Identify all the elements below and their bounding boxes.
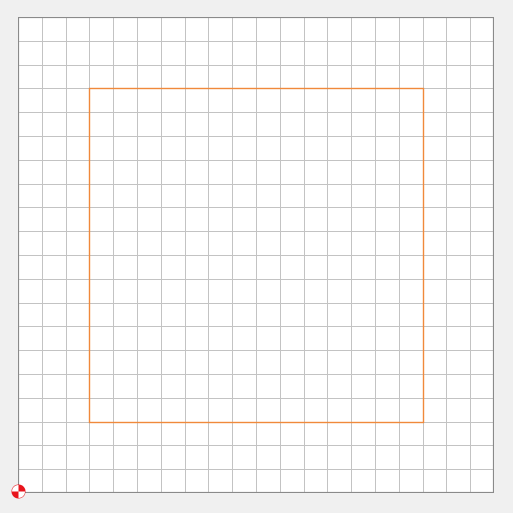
grid-canvas[interactable] [18,17,494,493]
origin-marker-quadrant-br [18,491,25,498]
drawing-canvas[interactable] [18,17,494,493]
origin-marker-quadrant-tl [12,485,19,492]
canvas-border [18,17,494,493]
grid-lines [18,17,494,493]
orange-rectangle-shape[interactable] [88,87,425,424]
origin-pin-icon[interactable] [10,483,27,500]
